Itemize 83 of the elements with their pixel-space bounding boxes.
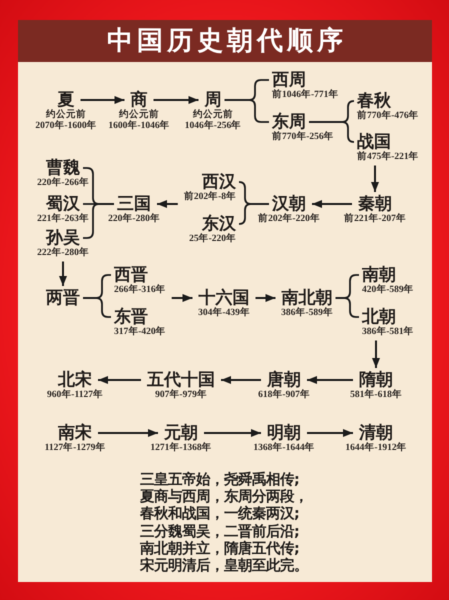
date-range: 前1046年-771年 — [272, 90, 338, 100]
arrow — [307, 376, 353, 384]
arrow — [256, 294, 276, 302]
date-range: 1271年-1368年 — [150, 443, 212, 454]
dynasty-name: 西晋 — [114, 266, 148, 284]
arrow — [154, 96, 198, 104]
verse-line: 南北朝并立，隋唐五代传; — [140, 540, 300, 557]
dynasty-name: 元朝 — [164, 424, 198, 442]
dynasty-name: 东周 — [272, 113, 306, 131]
date-range: 618年-907年 — [258, 390, 310, 400]
arrow — [80, 96, 124, 104]
dynasty-name: 明朝 — [267, 424, 301, 442]
dynasty-name: 西汉 — [202, 173, 236, 191]
date-range: 420年-589年 — [362, 285, 414, 296]
arrow — [371, 166, 379, 192]
date-range: 25年-220年 — [189, 234, 236, 244]
dynasty-name: 北宋 — [58, 371, 92, 389]
verse-line: 宋元明清后，皇朝至此完。 — [140, 558, 308, 576]
date-range: 220年-266年 — [37, 178, 89, 188]
title-banner: 中国历史朝代顺序 — [18, 20, 432, 62]
arrow — [98, 376, 141, 384]
dynasty-name: 五代十国 — [147, 371, 215, 389]
date-range: 前202年-8年 — [184, 192, 236, 202]
date-range: 前202年-220年 — [258, 214, 320, 224]
arrow — [59, 262, 67, 286]
verse-line: 三分魏蜀吴，二晋前后沿; — [140, 524, 300, 540]
dynasty-name: 蜀汉 — [46, 195, 80, 213]
date-range: 960年-1127年 — [47, 390, 103, 400]
dynasty-name: 夏 — [58, 91, 74, 109]
dynasty-name: 清朝 — [359, 424, 393, 442]
date-range: 约公元前 2070年-1600年 — [35, 110, 97, 131]
date-range: 304年-439年 — [198, 308, 250, 318]
arrow — [372, 340, 380, 368]
verse-line: 春秋和战国，一统秦两汉; — [140, 506, 300, 524]
brace-line — [238, 203, 269, 225]
dynasty-name: 战国 — [357, 133, 391, 151]
date-range: 907年-979年 — [155, 390, 207, 400]
dynasty-name: 十六国 — [198, 289, 250, 307]
dynasty-name: 北朝 — [362, 308, 396, 326]
arrow — [312, 200, 352, 208]
date-range: 前221年-207年 — [344, 214, 406, 224]
brace-line — [309, 121, 355, 143]
arrow — [172, 294, 192, 302]
arrow — [221, 376, 261, 384]
date-range: 前475年-221年 — [357, 152, 419, 162]
dynasty-name: 周 — [204, 91, 222, 109]
verse-line: 夏商与西周，东周分两段， — [140, 489, 308, 506]
date-range: 220年-280年 — [108, 214, 160, 224]
date-range: 266年-316年 — [114, 285, 166, 296]
date-range: 581年-618年 — [350, 390, 402, 400]
dynasty-name: 南朝 — [362, 266, 396, 284]
date-range: 前770年-256年 — [272, 132, 334, 142]
date-range: 约公元前 1600年-1046年 — [108, 110, 170, 131]
date-range: 1127年-1279年 — [44, 443, 106, 454]
arrow — [157, 200, 178, 208]
dynasty-name: 东晋 — [114, 308, 148, 326]
dynasty-name: 秦朝 — [358, 195, 392, 213]
date-range: 221年-263年 — [37, 214, 89, 224]
arrow — [307, 429, 353, 437]
dynasty-name: 西周 — [272, 71, 306, 89]
dynasty-name: 两晋 — [46, 289, 80, 307]
date-range: 前770年-476年 — [357, 111, 419, 122]
dynasty-name: 三国 — [117, 195, 151, 213]
dynasty-name: 隋朝 — [359, 371, 393, 389]
dynasty-name: 东汉 — [202, 215, 236, 233]
dynasty-name: 唐朝 — [267, 371, 301, 389]
dynasty-name: 南北朝 — [282, 289, 332, 307]
dynasty-name: 汉朝 — [272, 195, 306, 213]
dynasty-name: 春秋 — [357, 92, 391, 110]
date-range: 1368年-1644年 — [253, 443, 315, 454]
dynasty-name: 孙吴 — [46, 229, 80, 247]
dynasty-name: 南宋 — [58, 424, 92, 442]
date-range: 约公元前 1046年-256年 — [184, 110, 242, 131]
date-range: 386年-581年 — [362, 327, 414, 338]
dynasty-name: 商 — [130, 91, 148, 109]
arrow — [204, 429, 261, 437]
date-range: 317年-420年 — [114, 327, 166, 338]
date-range: 386年-589年 — [281, 308, 333, 318]
verse-line: 三皇五帝始，尧舜禹相传; — [140, 472, 300, 488]
date-range: 1644年-1912年 — [345, 443, 407, 454]
arrow — [98, 429, 158, 437]
dynasty-name: 曹魏 — [46, 159, 80, 177]
date-range: 222年-280年 — [37, 248, 89, 258]
